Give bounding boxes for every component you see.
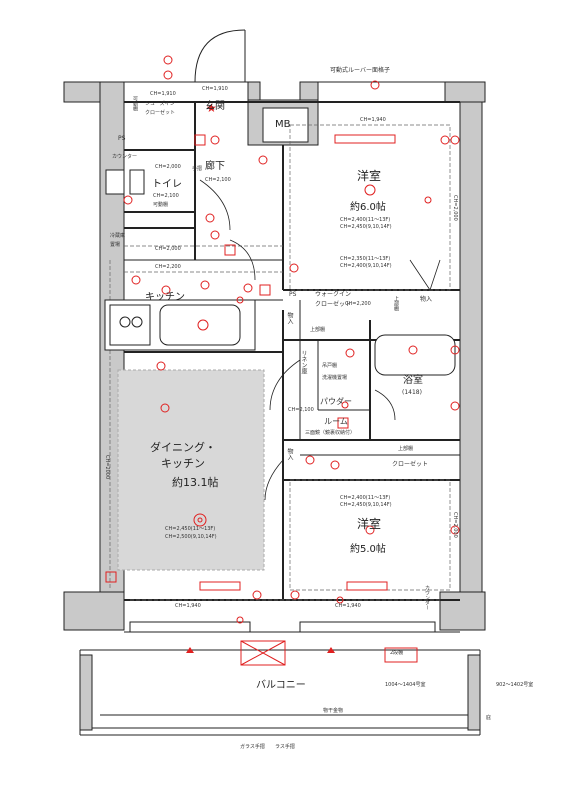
- joubudana-2: 上部棚: [310, 327, 326, 333]
- bal-ch-1: CH=1,940: [175, 603, 201, 609]
- counter-label-1: カウンター: [112, 154, 138, 160]
- ps-label-2: PS: [289, 291, 297, 298]
- closet-label: クローゼット: [392, 461, 429, 468]
- kadoudana-2: 可動棚: [153, 202, 169, 208]
- youshitsu1-ch-a: CH=2,400(11～13F): [340, 217, 391, 223]
- linen-label: リネン庫: [300, 350, 307, 374]
- youshitsu1-ch-b: CH=2,450(9,10,14F): [340, 224, 392, 230]
- nidan-label: 2段棚: [390, 650, 404, 656]
- shoes-ch: CH=1,910: [150, 91, 176, 97]
- youshitsu1-label: 洋室: [357, 169, 382, 183]
- dk-size: 約13.1帖: [172, 476, 219, 489]
- youshitsu2-ch-side: CH=2,000: [452, 512, 458, 538]
- powder-label: パウダー ルーム: [320, 397, 352, 426]
- ryu-label: 庇: [486, 715, 492, 721]
- joubudana-3: 上部棚: [398, 446, 414, 452]
- walkin-label: ウォークイン クローゼット: [315, 291, 352, 308]
- balcony-label: バルコニー: [256, 680, 306, 691]
- youshitsu1-ch-side: CH=2,000: [452, 195, 458, 221]
- kadoudana-1: 可動棚: [132, 96, 138, 111]
- toilet-ch: CH=2,100: [153, 193, 179, 199]
- yokushitsu-label: 浴室: [403, 375, 423, 386]
- joubudana-1: 上部棚: [393, 296, 399, 311]
- youshitsu2-size: 約5.0帖: [350, 544, 386, 555]
- youshitsu1-ch-c: CH=2,350(11～13F): [340, 256, 391, 262]
- unit-note-1: 1004～1404号室: [385, 682, 426, 688]
- nyuudana-label: 吊戸棚 洗濯機置場: [322, 363, 348, 381]
- toilet-ch-2: CH=2,000: [155, 164, 181, 170]
- nyuu-2: 物入: [286, 312, 293, 324]
- mb-label: MB: [275, 119, 291, 130]
- reizouko-label: 冷蔵庫 置場: [110, 233, 126, 248]
- youshitsu2-label: 洋室: [357, 517, 382, 531]
- youshitsu1-ch-d: CH=2,400(9,10,14F): [340, 263, 392, 269]
- youshitsu1-size: 約6.0帖: [350, 202, 386, 213]
- rouka-label: 廊下: [205, 161, 225, 172]
- tesuri-label: 手摺: [192, 166, 203, 172]
- kitchen-ch-1: CH=2,000: [155, 246, 181, 252]
- unit-note-2: 902～1402号室: [496, 682, 534, 688]
- garasu-label: ガラス手摺: [240, 744, 265, 750]
- kitchen-ch-2: CH=2,200: [155, 264, 181, 270]
- youshitsu2-ch-b: CH=2,450(9,10,14F): [340, 502, 392, 508]
- genkan-label: 玄関: [205, 101, 225, 112]
- monohoshi-label: 物干金物: [323, 708, 344, 714]
- svg-text:★: ★: [206, 101, 217, 115]
- sanmenkyou-label: 三面鏡（鏡裏収納付）: [305, 430, 356, 436]
- youshitsu1-ch-top: CH=1,940: [360, 117, 386, 123]
- bal-ch-2: CH=1,940: [335, 603, 361, 609]
- dk-label: ダイニング・ キッチン: [150, 441, 216, 470]
- dk-ch-a: CH=2,450(11～13F): [165, 526, 216, 532]
- rasu-label: ラス手摺: [275, 744, 295, 750]
- walkin-ch: CH=2,200: [345, 301, 371, 307]
- yokushitsu-size: (1418): [402, 389, 422, 396]
- powder-ch: CH=2,100: [288, 407, 314, 413]
- counter-label-2: カウンター: [424, 585, 430, 610]
- youshitsu2-ch-a: CH=2,400(11～13F): [340, 495, 391, 501]
- rouka-ch: CH=2,100: [205, 177, 231, 183]
- shoes-label: シューズイン クローゼット: [145, 101, 176, 116]
- dk-ch-b: CH=2,500(9,10,14F): [165, 534, 217, 540]
- ps-label-1: PS: [118, 135, 126, 142]
- dk-ch-side: CH=2000: [104, 455, 110, 480]
- nyuu-1: 物入: [420, 296, 433, 303]
- nyuu-3: 物入: [286, 448, 293, 460]
- louver-label: 可動式ルーバー面格子: [330, 67, 390, 74]
- genkan-ch: CH=1,910: [202, 86, 228, 92]
- kitchen-label: キッチン: [145, 292, 185, 303]
- toilet-label: トイレ: [152, 179, 182, 190]
